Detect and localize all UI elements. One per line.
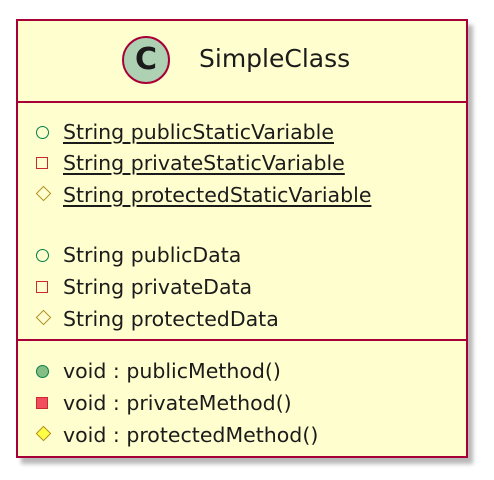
- private-visibility-icon: [36, 281, 48, 293]
- method-protected: void : protectedMethod(): [18, 419, 466, 451]
- static-field-public: String publicStaticVariable: [18, 116, 466, 148]
- static-field-text: String privateStaticVariable: [63, 151, 345, 175]
- class-name: SimpleClass: [199, 44, 351, 73]
- field-text: String publicData: [63, 243, 242, 267]
- field-text: String privateData: [63, 275, 253, 299]
- class-stereotype-letter: C: [134, 42, 158, 77]
- protected-visibility-icon: [35, 185, 52, 202]
- static-field-protected: String protectedStaticVariable: [18, 179, 466, 211]
- method-text: void : privateMethod(): [63, 391, 292, 415]
- class-stereotype-icon: C: [122, 36, 170, 84]
- method-text: void : protectedMethod(): [63, 423, 319, 447]
- method-text: void : publicMethod(): [63, 359, 281, 383]
- static-field-private: String privateStaticVariable: [18, 147, 466, 179]
- public-visibility-icon: [36, 249, 49, 262]
- public-method-icon: [36, 365, 49, 378]
- header-divider: [18, 101, 466, 103]
- method-private: void : privateMethod(): [18, 387, 466, 419]
- class-header: C SimpleClass: [18, 21, 466, 101]
- field-private: String privateData: [18, 271, 466, 303]
- field-public: String publicData: [18, 239, 466, 271]
- private-visibility-icon: [36, 157, 48, 169]
- protected-visibility-icon: [35, 309, 52, 326]
- protected-method-icon: [35, 425, 52, 442]
- method-public: void : publicMethod(): [18, 355, 466, 387]
- uml-class-box[interactable]: C SimpleClass String publicStaticVariabl…: [16, 19, 468, 458]
- static-field-text: String publicStaticVariable: [63, 120, 334, 144]
- field-protected: String protectedData: [18, 303, 466, 335]
- public-visibility-icon: [36, 126, 49, 139]
- static-field-text: String protectedStaticVariable: [63, 183, 372, 207]
- fields-methods-divider: [18, 339, 466, 341]
- private-method-icon: [36, 397, 48, 409]
- field-text: String protectedData: [63, 307, 279, 331]
